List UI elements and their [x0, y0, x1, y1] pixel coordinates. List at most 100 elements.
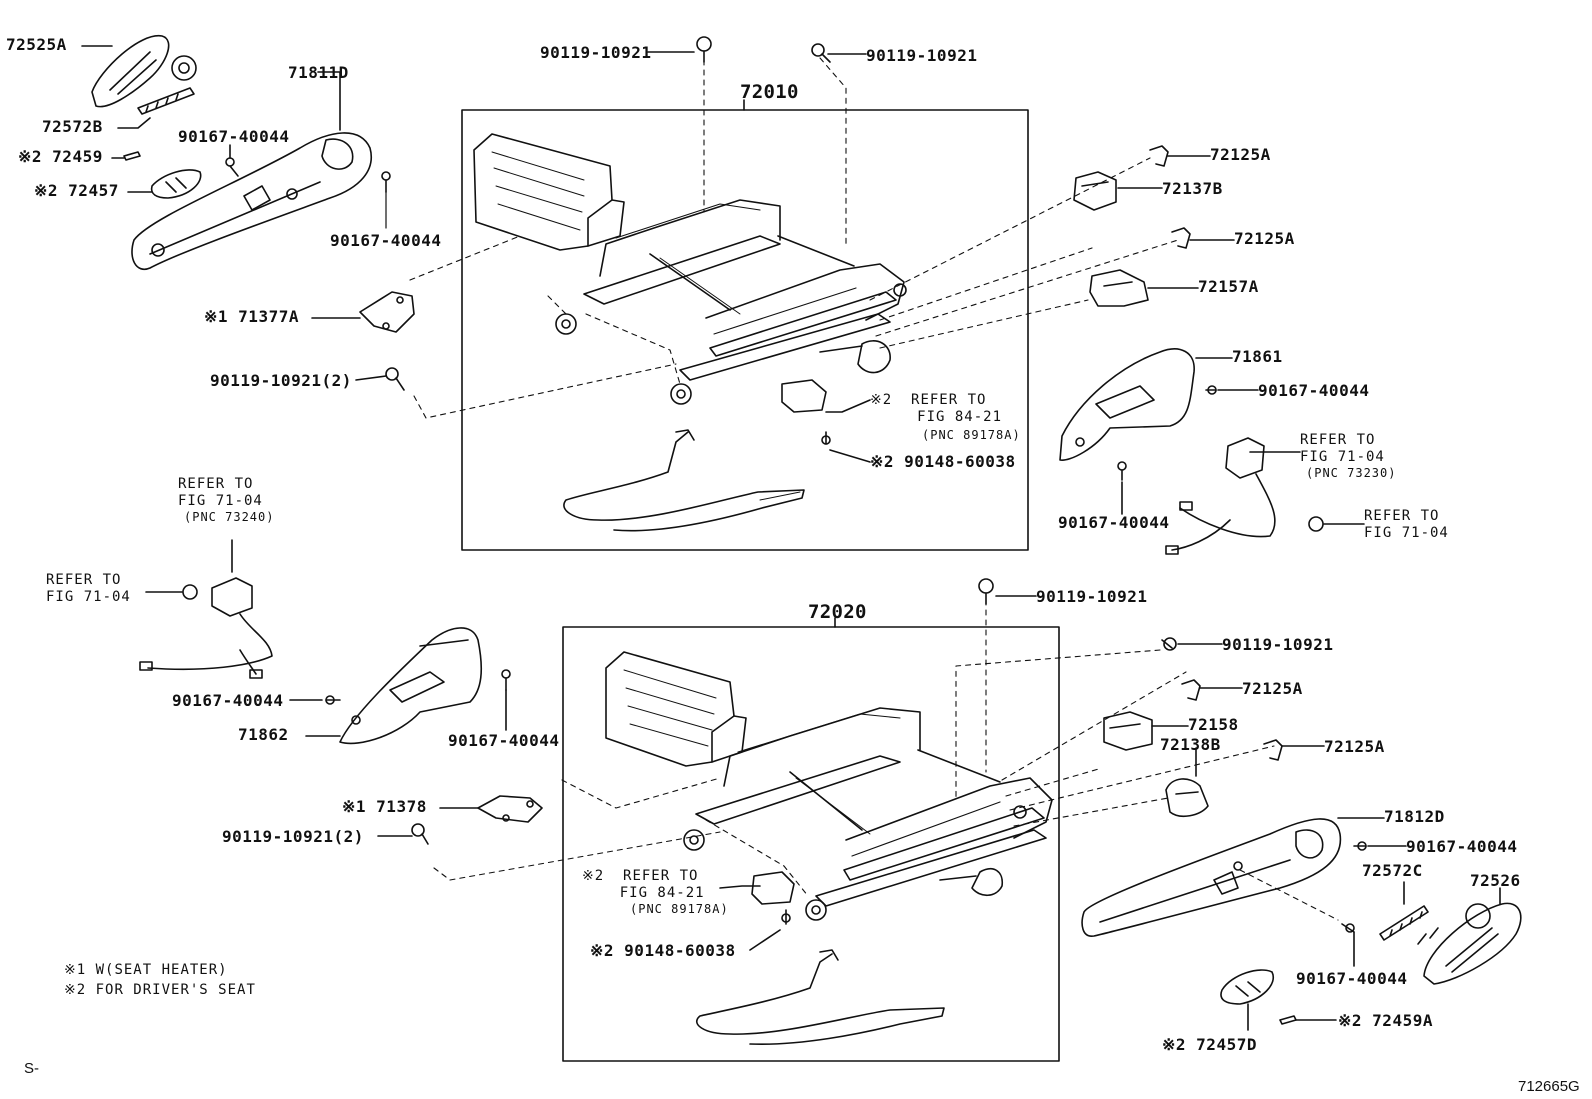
label-72010: 72010	[740, 81, 799, 103]
screw-90167-f	[1341, 923, 1355, 933]
seatbelt-buckle-right	[1165, 437, 1276, 555]
label-90119-10921-mid1: 90119-10921	[1036, 587, 1148, 606]
cover-72137B	[1073, 171, 1117, 211]
label-90167-40044-e: 90167-40044	[1406, 837, 1518, 856]
clip-72125A-2	[1171, 227, 1191, 249]
cover-72157A	[1089, 269, 1149, 307]
label-90167-40044-c: 90167-40044	[1258, 381, 1370, 400]
label-72158: 72158	[1188, 715, 1239, 734]
lever-72457D	[1220, 969, 1275, 1005]
bracket-71377A	[359, 291, 415, 333]
label-90167-40044-f: 90167-40044	[1296, 969, 1408, 988]
bolt-90119-top1	[696, 36, 712, 63]
refer-fig-71-04-left-upper: REFER TO FIG 71-04	[178, 476, 263, 509]
grommet-left	[182, 584, 198, 600]
label-72138B: 72138B	[1160, 735, 1221, 754]
label-72459: ※2 72459	[18, 147, 103, 166]
label-90119-10921-2-upper: 90119-10921(2)	[210, 371, 352, 390]
refer-fig-71-04-right-lower: REFER TO FIG 71-04	[1364, 508, 1449, 541]
label-72137B: 72137B	[1162, 179, 1223, 198]
label-90167-40044-h: 90167-40044	[448, 731, 560, 750]
bolt-90119-2-upper	[385, 367, 405, 391]
screw-90148-b	[781, 909, 791, 925]
label-72526: 72526	[1470, 871, 1521, 890]
assembly-frame-72010	[461, 109, 1029, 551]
refer-fig-71-04-right-upper: REFER TO FIG 71-04	[1300, 432, 1385, 465]
label-71377A: ※1 71377A	[204, 307, 299, 326]
bolt-90119-mid1	[978, 578, 994, 605]
refer-fig-84-21-lower-pnc: (PNC 89178A)	[630, 902, 729, 916]
refer-fig-84-21-upper: ※2 REFER TO FIG 84-21	[870, 392, 1003, 425]
label-72572C: 72572C	[1362, 861, 1423, 880]
pin-72459	[123, 151, 141, 161]
label-90119-10921-top1: 90119-10921	[540, 43, 652, 62]
label-72125A-3: 72125A	[1242, 679, 1303, 698]
cover-72138B	[1165, 778, 1209, 818]
screw-90148-a	[821, 431, 871, 463]
label-72125A-1: 72125A	[1210, 145, 1271, 164]
seat-track-assembly-72020	[605, 651, 1053, 1046]
label-72157A: 72157A	[1198, 277, 1259, 296]
label-90119-10921-mid2: 90119-10921	[1222, 635, 1334, 654]
legend-note-1: ※1 W(SEAT HEATER)	[64, 962, 228, 978]
lever-72457	[150, 169, 202, 199]
label-90167-40044-g: 90167-40044	[172, 691, 284, 710]
knob-72525A	[91, 35, 197, 108]
shield-71862	[339, 627, 483, 745]
assembly-frame-72020	[562, 626, 1060, 1062]
label-72457D: ※2 72457D	[1162, 1035, 1257, 1054]
label-71378: ※1 71378	[342, 797, 427, 816]
seat-track-assembly-72010	[473, 133, 907, 532]
clip-72125A-3	[1181, 679, 1201, 701]
refer-fig-71-04-left-lower: REFER TO FIG 71-04	[46, 572, 131, 605]
label-90148-60038-b: ※2 90148-60038	[590, 941, 736, 960]
refer-fig-71-04-right-upper-pnc: (PNC 73230)	[1306, 466, 1397, 480]
label-72125A-2: 72125A	[1234, 229, 1295, 248]
refer-fig-84-21-lower: ※2 REFER TO FIG 84-21	[582, 868, 705, 901]
label-90119-10921-top2: 90119-10921	[866, 46, 978, 65]
cover-71811D	[131, 132, 372, 271]
refer-fig-71-04-left-upper-pnc: (PNC 73240)	[184, 510, 275, 524]
label-71862: 71862	[238, 725, 289, 744]
bolt-90119-top2	[811, 43, 831, 63]
screw-90167-b	[381, 171, 391, 193]
bolt-90119-mid2	[1161, 637, 1177, 651]
bracket-72572C	[1379, 905, 1429, 941]
screw-90167-e	[1353, 841, 1367, 851]
label-72020: 72020	[808, 601, 867, 623]
seatbelt-buckle-left	[139, 577, 273, 679]
label-71861: 71861	[1232, 347, 1283, 366]
screw-90167-g	[325, 695, 341, 705]
clip-72125A-4	[1263, 739, 1283, 761]
screw-90167-h	[501, 669, 511, 691]
clip-72125A-1	[1149, 145, 1169, 167]
refer-fig-84-21-upper-pnc: (PNC 89178A)	[922, 428, 1021, 442]
label-90167-40044-b: 90167-40044	[330, 231, 442, 250]
label-90119-10921-2-lower: 90119-10921(2)	[222, 827, 364, 846]
label-72125A-4: 72125A	[1324, 737, 1385, 756]
grommet-right	[1308, 516, 1324, 532]
label-72572B: 72572B	[42, 117, 103, 136]
cover-72158	[1103, 711, 1153, 751]
label-71811D: 71811D	[288, 63, 349, 82]
pin-72459A	[1279, 1015, 1297, 1025]
bracket-71378	[477, 795, 543, 823]
dashed-leaders-72010	[409, 57, 1179, 419]
legend-note-2: ※2 FOR DRIVER'S SEAT	[64, 982, 256, 998]
knob-72526	[1417, 902, 1522, 985]
dashed-leaders-72020	[433, 599, 1339, 921]
label-90167-40044-a: 90167-40044	[178, 127, 290, 146]
bolt-90119-2-lower	[411, 823, 429, 845]
screw-90167-d	[1117, 461, 1127, 481]
footer-left-mark: S-	[24, 1060, 39, 1077]
cover-71812D	[1081, 818, 1342, 937]
label-72459A: ※2 72459A	[1338, 1011, 1433, 1030]
screw-90167-c	[1205, 385, 1217, 395]
label-90148-60038-a: ※2 90148-60038	[870, 452, 1016, 471]
label-72457: ※2 72457	[34, 181, 119, 200]
shield-71861	[1059, 348, 1195, 461]
label-90167-40044-d: 90167-40044	[1058, 513, 1170, 532]
label-72525A: 72525A	[6, 35, 67, 54]
